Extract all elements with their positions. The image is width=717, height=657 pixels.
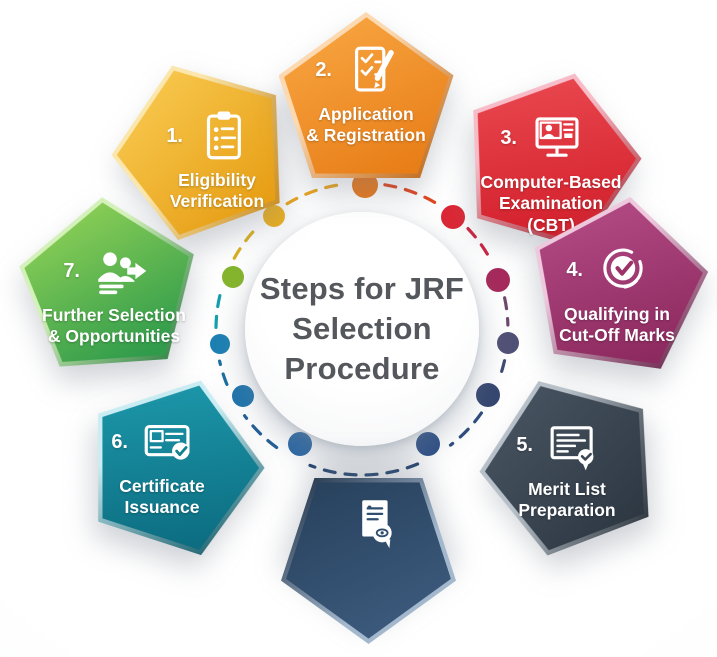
ring-arc-segment <box>383 183 441 207</box>
step-label: Application & Registration <box>306 104 426 146</box>
certificate-issuance-icon <box>139 413 197 471</box>
ring-arc-segment <box>503 296 510 327</box>
document-review-icon <box>345 493 403 551</box>
ring-dot <box>263 205 285 227</box>
merit-list-icon <box>544 416 602 474</box>
application-form-icon <box>343 41 401 99</box>
center-circle: Steps for JRF Selection Procedure <box>245 212 479 446</box>
ring-dot <box>476 383 500 407</box>
ring-dot <box>210 334 230 354</box>
step-number: 3. <box>500 127 517 149</box>
pentagon-shape <box>278 12 454 178</box>
ring-arc-segment <box>232 224 261 260</box>
ring-dot <box>352 172 378 198</box>
step-label: Certificate Issuance <box>119 476 205 518</box>
ring-dot <box>232 385 254 407</box>
step-number: 6. <box>111 431 128 453</box>
ring-arc-segment <box>218 359 229 386</box>
ring-dot <box>486 268 510 292</box>
step-label: Merit List Preparation <box>518 479 616 521</box>
step-label: Computer-Based Examination (CBT) <box>480 172 622 235</box>
diagram-title: Steps for JRF Selection Procedure <box>259 270 465 387</box>
qualifying-check-icon <box>594 241 652 299</box>
ring-dot <box>441 205 465 229</box>
step-number: 2. <box>315 59 332 81</box>
ring-dot <box>222 266 244 288</box>
ring-arc-segment <box>285 182 347 206</box>
ring-dot <box>416 432 440 456</box>
ring-arc-segment <box>497 359 507 381</box>
computer-exam-icon <box>528 109 586 167</box>
ring-dot <box>288 432 312 456</box>
ring-arc-segment <box>214 289 223 329</box>
step-number: 7. <box>63 260 80 282</box>
step-label: Eligibility Verification <box>169 170 265 212</box>
ring-arc-segment <box>466 227 494 264</box>
ring-dot <box>497 332 519 354</box>
clipboard-checklist-icon <box>194 107 252 165</box>
step-label: Further Selection & Opportunities <box>42 305 186 347</box>
step-number: 1. <box>166 125 183 147</box>
step-number: 5. <box>516 434 533 456</box>
ring-arc-segment <box>448 411 483 447</box>
step-label: Qualifying in Cut-Off Marks <box>559 304 675 346</box>
ring-arc-segment <box>308 462 420 477</box>
ring-arc-segment <box>243 414 279 449</box>
people-arrow-icon <box>91 242 149 300</box>
step-number: 4. <box>566 259 583 281</box>
